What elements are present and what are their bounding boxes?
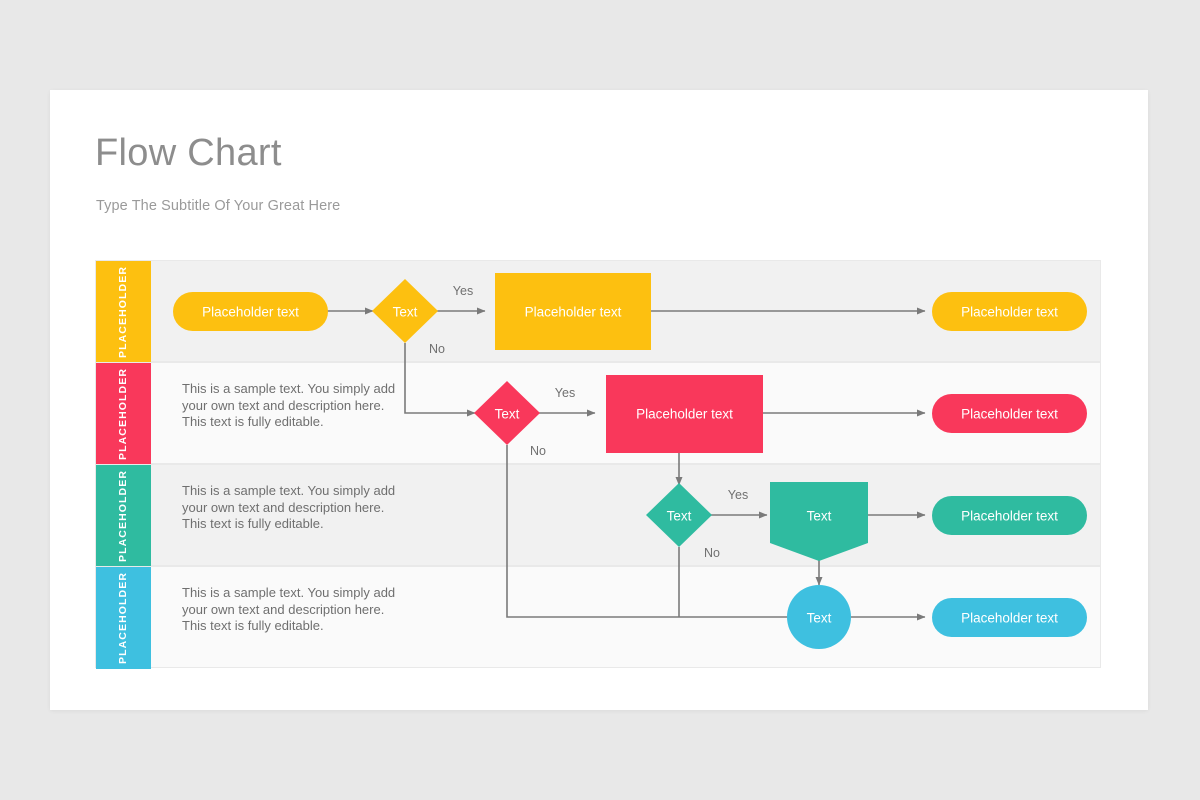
node-end-pill-pink[interactable] <box>932 394 1087 433</box>
node-end-pill-yellow[interactable] <box>932 292 1087 331</box>
node-label: Text <box>807 509 832 524</box>
branch-label-no: No <box>429 342 445 356</box>
node-label: Placeholder text <box>961 509 1058 524</box>
node-label: Placeholder text <box>961 305 1058 320</box>
node-label: Placeholder text <box>961 611 1058 626</box>
connector-y-no-to-pink-diamond <box>404 343 476 417</box>
row-tab-blue[interactable]: PLACEHOLDER <box>96 567 151 669</box>
row-tab-yellow[interactable]: PLACEHOLDER <box>96 261 151 363</box>
flow-diagram: Placeholder text Text Placeholder text P… <box>173 273 1087 649</box>
flow-row-teal: PLACEHOLDER This is a sample text. You s… <box>95 464 1101 567</box>
node-label: Placeholder text <box>202 305 299 320</box>
page-title: Flow Chart <box>95 132 282 174</box>
page-subtitle: Type The Subtitle Of Your Great Here <box>96 198 341 214</box>
node-process-rect-yellow[interactable] <box>495 273 651 350</box>
node-label: Placeholder text <box>961 407 1058 422</box>
branch-label-no: No <box>530 444 546 458</box>
node-process-circle-blue[interactable] <box>787 585 851 649</box>
row-description: This is a sample text. You simply add yo… <box>182 585 396 633</box>
node-end-pill-blue[interactable] <box>932 598 1087 637</box>
node-label: Text <box>667 509 692 524</box>
node-process-pentagon-teal[interactable] <box>770 482 868 561</box>
slide-canvas: Flow Chart Type The Subtitle Of Your Gre… <box>50 90 1148 710</box>
node-end-pill-teal[interactable] <box>932 496 1087 535</box>
row-tab-teal[interactable]: PLACEHOLDER <box>96 465 151 567</box>
node-label: Text <box>495 407 520 422</box>
row-description: This is a sample text. You simply add yo… <box>182 381 396 429</box>
node-decision-diamond-pink[interactable] <box>474 381 540 445</box>
flow-chart-board: PLACEHOLDER PLACEHOLDER This is a sample… <box>95 260 1101 670</box>
branch-label-yes: Yes <box>453 284 473 298</box>
branch-label-no: No <box>704 546 720 560</box>
row-description: This is a sample text. You simply add yo… <box>182 483 396 531</box>
node-decision-diamond-yellow[interactable] <box>372 279 438 343</box>
branch-label-yes: Yes <box>555 386 575 400</box>
row-tab-pink[interactable]: PLACEHOLDER <box>96 363 151 465</box>
node-label: Text <box>807 611 832 626</box>
node-label: Placeholder text <box>525 305 622 320</box>
node-decision-diamond-teal[interactable] <box>646 483 712 547</box>
branch-label-yes: Yes <box>728 488 748 502</box>
node-label: Text <box>393 305 418 320</box>
node-process-rect-pink[interactable] <box>606 375 763 453</box>
node-label: Placeholder text <box>636 407 733 422</box>
node-start-pill-yellow[interactable] <box>173 292 328 331</box>
connector-p-no-to-blue-circle <box>506 445 836 621</box>
